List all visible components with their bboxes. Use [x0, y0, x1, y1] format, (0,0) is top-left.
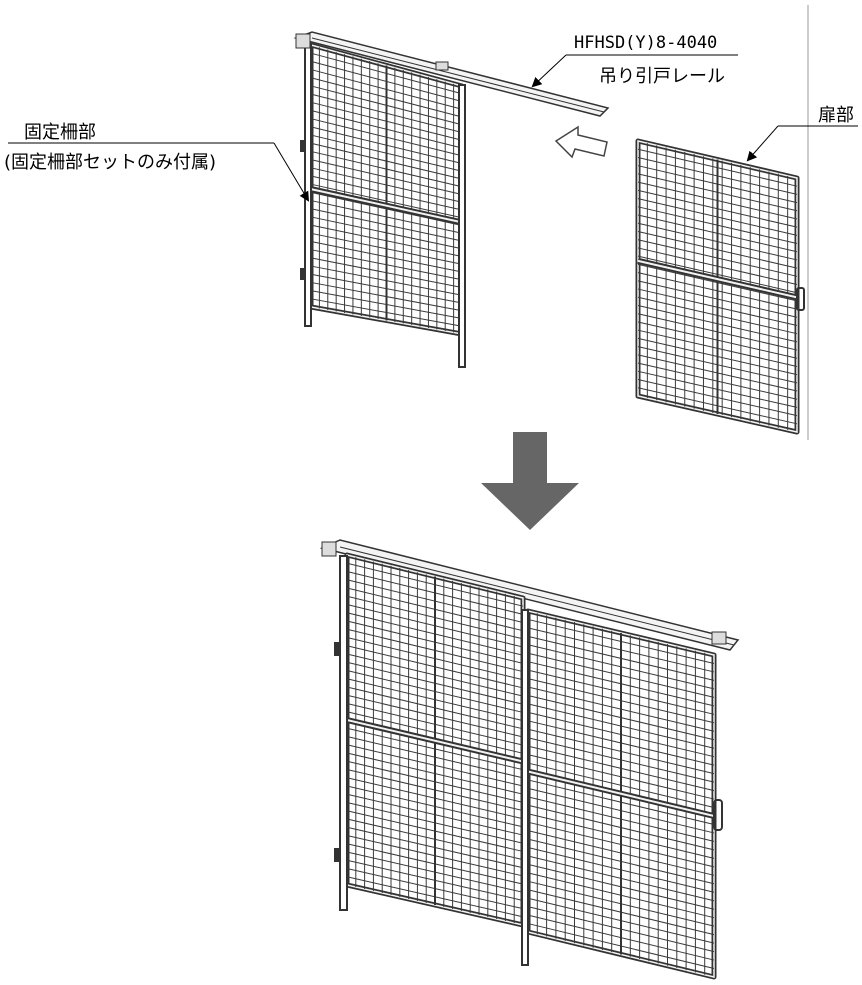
- fixed-fence-label: 固定柵部: [24, 122, 96, 143]
- assembled-door-panel: [521, 608, 723, 980]
- fixed-fence-note-label: (固定柵部セットのみ付属): [4, 152, 216, 173]
- fixed-fence-panel: [300, 42, 466, 368]
- assembly-down-arrow: [481, 432, 579, 530]
- assembled-rail: [319, 539, 740, 651]
- slide-direction-arrow: [554, 125, 608, 159]
- leader-lines: [8, 54, 858, 202]
- door-panel: [635, 138, 805, 435]
- door-label: 扉部: [818, 105, 854, 126]
- rail-name-label: 吊り引戸レール: [599, 66, 725, 87]
- assembled-fixed-panel: [334, 552, 526, 928]
- hanging-rail: [293, 31, 610, 117]
- rail-model-label: HFHSD(Y)8-4040: [574, 33, 717, 53]
